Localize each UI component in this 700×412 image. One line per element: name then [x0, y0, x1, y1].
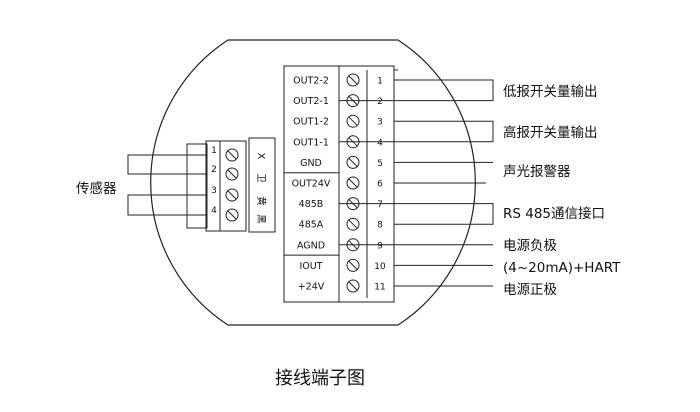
- enclosure-outline: [150, 39, 476, 326]
- sensor-pin-number: 1: [211, 146, 217, 156]
- sensor-screw: [225, 188, 239, 202]
- sensor-pin-number: 4: [211, 206, 217, 216]
- sensor-label: 传感器: [76, 180, 117, 197]
- terminal-label: 485A: [299, 220, 324, 231]
- annotation-text: 声光报警器: [503, 164, 571, 180]
- terminal-label: IOUT: [299, 261, 322, 272]
- terminal-number: 4: [377, 138, 383, 148]
- terminal-screw: [346, 114, 360, 128]
- annotation-text: 低报开关量输出: [503, 84, 598, 100]
- terminal-screw: [346, 217, 360, 231]
- sensor-block-frame: [205, 140, 247, 232]
- terminal-number: 9: [377, 241, 383, 251]
- terminal-number: 6: [377, 180, 383, 190]
- terminal-number: 11: [374, 283, 385, 293]
- wire-color-label: X: [255, 153, 266, 160]
- wire-color-label: 黑: [255, 214, 266, 224]
- annotation-text: (4~20mA)+HART: [503, 260, 621, 276]
- terminal-number: 2: [377, 97, 383, 107]
- terminal-label: +24V: [298, 282, 325, 293]
- sensor-bracket: [127, 154, 134, 175]
- wire-color-label: 卫: [255, 173, 266, 183]
- annotation-text: 电源负极: [503, 238, 557, 254]
- terminal-screw: [346, 258, 360, 272]
- terminal-label: OUT1-1: [293, 137, 329, 148]
- sensor-pin-number: 2: [211, 165, 217, 175]
- sensor-screw: [225, 208, 239, 222]
- terminal-label: OUT2-2: [293, 76, 329, 87]
- sensor-screw: [225, 167, 239, 181]
- terminal-number: 8: [377, 221, 383, 231]
- terminal-number: 7: [377, 200, 383, 210]
- caption: 接线端子图: [275, 368, 365, 389]
- terminal-label: OUT1-2: [293, 117, 329, 128]
- annotation-text: 高报开关量输出: [503, 124, 598, 141]
- annotation-text: 电源正极: [503, 282, 557, 298]
- annotation-bracket: [486, 203, 494, 225]
- terminal-label: GND: [300, 158, 322, 169]
- wire-color-label: 黄: [255, 196, 267, 206]
- sensor-screw: [225, 148, 239, 162]
- sensor-connector: 1 2 3 4 X 卫黄黑: [127, 137, 276, 233]
- sensor-bracket: [127, 194, 134, 216]
- annotation-bracket: [486, 120, 494, 143]
- sensor-plug-back: [186, 143, 208, 229]
- terminal-label: OUT2-1: [293, 96, 329, 107]
- terminal-number: 10: [374, 262, 386, 272]
- wire-color-tag: [248, 137, 276, 233]
- sensor-pin-number: 3: [211, 186, 217, 196]
- annotation-text: RS 485通信接口: [503, 205, 605, 222]
- terminal-number: 3: [377, 118, 383, 128]
- terminal-number: 5: [377, 159, 383, 169]
- terminal-screw: [346, 73, 360, 87]
- terminal-number: 1: [377, 77, 383, 87]
- terminal-screw: [346, 279, 360, 293]
- annotation-bracket: [486, 79, 494, 102]
- terminal-label: OUT24V: [292, 179, 331, 190]
- terminal-label: 485B: [299, 199, 324, 210]
- terminal-screw: [346, 176, 360, 190]
- terminal-screw: [346, 155, 360, 169]
- terminal-label: AGND: [297, 240, 325, 251]
